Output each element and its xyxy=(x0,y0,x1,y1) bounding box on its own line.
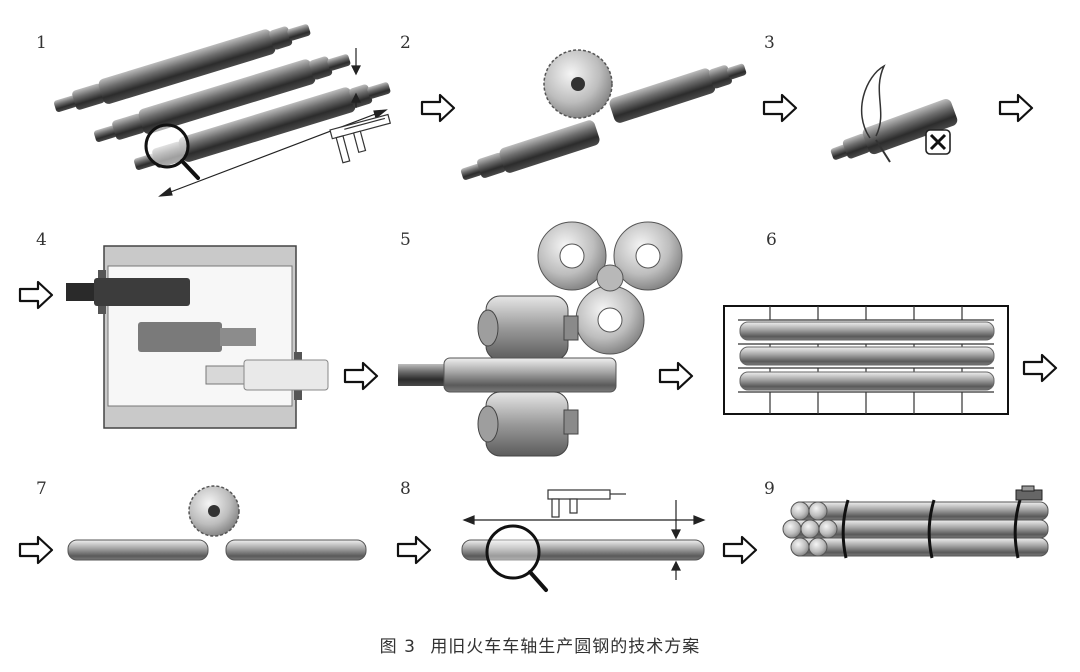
bar-1 xyxy=(739,321,995,341)
figure-caption: 图 3 用旧火车车轴生产圆钢的技术方案 xyxy=(0,632,1080,657)
arrow-right-icon xyxy=(420,93,456,123)
step-5-rolling xyxy=(398,221,683,457)
step-number-8: 8 xyxy=(400,479,411,499)
step-3-inspection xyxy=(830,64,958,163)
step-1-label: 1 xyxy=(36,33,47,53)
arrow-right-icon xyxy=(998,93,1034,123)
caption-text: 用旧火车车轴生产圆钢的技术方案 xyxy=(430,637,701,657)
short-axle xyxy=(830,99,958,160)
roll-ring-icon xyxy=(537,221,683,355)
caliper-icon xyxy=(547,489,626,518)
length-dimension xyxy=(462,500,706,580)
arrow-right-icon xyxy=(396,535,432,565)
step-4-furnace xyxy=(66,245,329,429)
billet-warm xyxy=(138,322,256,352)
step-6-cooling-bed xyxy=(723,305,1009,415)
arrow-right-icon xyxy=(658,361,694,391)
axle-2 xyxy=(93,54,351,142)
lower-roll xyxy=(477,391,579,457)
bar-3 xyxy=(739,371,995,391)
step-number-9: 9 xyxy=(764,479,775,499)
step-7-cutting xyxy=(67,485,367,561)
hammer-icon xyxy=(925,129,951,155)
arrow-right-icon xyxy=(1022,353,1058,383)
step-number-2: 2 xyxy=(400,33,411,53)
step-1-axles xyxy=(53,24,392,197)
bundle-tag-icon xyxy=(1015,485,1043,501)
caption-label: 图 3 xyxy=(379,637,416,657)
magnifier-icon xyxy=(144,123,200,180)
arrow-right-icon xyxy=(343,361,379,391)
step-8-measurement xyxy=(461,489,706,592)
length-dimension xyxy=(158,48,388,197)
arrow-right-icon xyxy=(18,535,54,565)
billet-cold xyxy=(66,278,190,306)
step-number-5: 5 xyxy=(400,230,411,250)
saw-blade-icon xyxy=(188,485,240,537)
step-2-cutting xyxy=(460,49,747,180)
upper-roll xyxy=(477,295,579,361)
billet-hot xyxy=(205,359,329,391)
cut-axle-left xyxy=(460,120,600,180)
cut-axle-right xyxy=(609,63,747,123)
magnifier-icon xyxy=(485,524,548,592)
caliper-icon xyxy=(329,113,392,164)
workpiece xyxy=(398,357,617,393)
probe-wire xyxy=(860,64,886,139)
arrow-right-icon xyxy=(18,280,54,310)
saw-blade-icon xyxy=(543,49,613,119)
step-number-7: 7 xyxy=(36,479,47,499)
step-9-bundle xyxy=(782,485,1049,559)
step-number-6: 6 xyxy=(766,230,777,250)
step-number-4: 4 xyxy=(36,230,47,250)
arrow-right-icon xyxy=(762,93,798,123)
step-number-3: 3 xyxy=(764,33,775,53)
axle-1 xyxy=(53,24,311,112)
arrow-right-icon xyxy=(722,535,758,565)
bar-2 xyxy=(739,346,995,366)
step-number-1: 1 xyxy=(36,33,47,53)
